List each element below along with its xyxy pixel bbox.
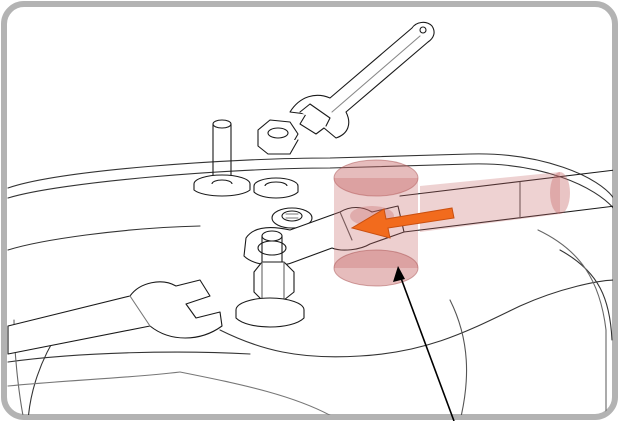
lower-wrench <box>7 279 223 355</box>
hex-nut <box>257 119 299 155</box>
terminal-screw <box>235 230 305 328</box>
flat-washer <box>271 207 313 229</box>
lock-washer <box>253 177 299 199</box>
callout-leader-line <box>393 266 455 421</box>
arrow-left-icon <box>350 207 455 239</box>
cable <box>399 169 613 233</box>
stud-bolt <box>193 119 251 197</box>
battery-case <box>7 153 613 415</box>
upper-wrench <box>289 21 435 139</box>
